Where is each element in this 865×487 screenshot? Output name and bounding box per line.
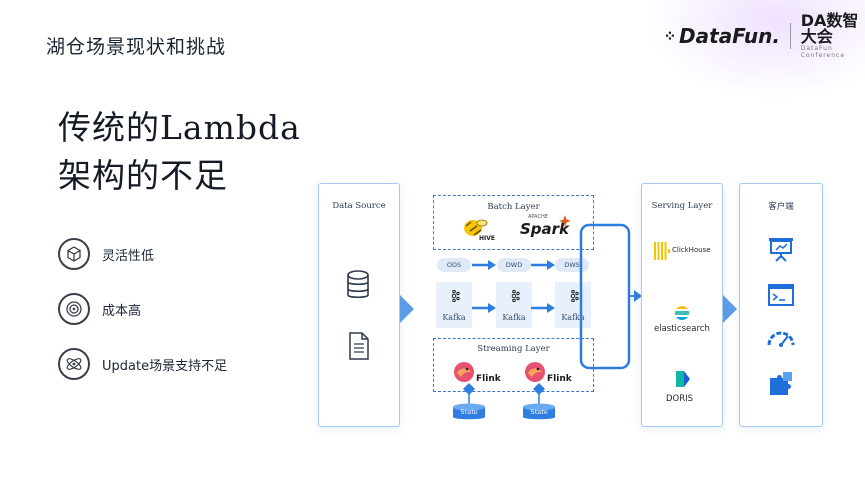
feature-item: 灵活性低 (58, 238, 154, 270)
chevron-right-icon (400, 295, 414, 323)
logo-divider (790, 23, 791, 49)
arrow-right-icon (531, 303, 555, 313)
serving-layer-panel: Serving Layer ClickHouse elasticsearch D… (641, 183, 723, 427)
puzzle-icon (770, 372, 792, 395)
state-storage: State (452, 403, 486, 421)
data-source-panel: Data Source (318, 183, 400, 427)
feature-label: Update场景支持不足 (102, 358, 228, 374)
datafun-logo-icon (666, 31, 674, 40)
doris-label: DORIS (666, 394, 694, 404)
section-title: 湖仓场景现状和挑战 (46, 36, 227, 58)
target-icon (66, 301, 82, 317)
state-cylinder-icon (453, 403, 485, 420)
database-icon (347, 270, 369, 299)
flink-label: Flink (547, 374, 572, 384)
atom-icon (66, 358, 82, 370)
feature-icon-circle (58, 348, 90, 380)
hive-logo-icon (464, 219, 488, 236)
logo: DataFun. DA数智大会 DataFun Conference (666, 13, 865, 59)
flink-squirrel-icon (454, 362, 474, 382)
feature-icon-circle (58, 293, 90, 325)
kafka-box: Kafka (555, 282, 591, 328)
terminal-icon (768, 284, 794, 306)
client-panel: 客户端 (739, 183, 823, 427)
spark-label: Spark (520, 220, 570, 238)
kafka-icon (570, 290, 579, 302)
feature-label: 成本高 (102, 303, 142, 319)
chevron-right-icon (723, 295, 737, 323)
gauge-icon (767, 331, 795, 347)
feature-icon-circle (58, 238, 90, 270)
state-storage: State (522, 403, 556, 421)
kafka-label: Kafka (561, 313, 585, 322)
hive-label: HIVE (479, 235, 495, 242)
stage-pill: ODS (437, 258, 471, 272)
elasticsearch-logo-icon (675, 306, 689, 320)
logo-da: DA数智大会 (800, 11, 859, 46)
clickhouse-logo-icon (654, 242, 670, 260)
serving-layer-title: Serving Layer (651, 201, 713, 211)
kafka-box: Kafka (436, 282, 472, 328)
feature-item: 成本高 (58, 293, 141, 325)
doris-logo-icon (676, 371, 690, 387)
state-label: State (460, 408, 478, 416)
kafka-icon (451, 290, 460, 302)
kafka-box: Kafka (496, 282, 532, 328)
state-cylinder-icon (523, 403, 555, 420)
header-glow (645, 0, 865, 100)
headline-line-2: 架构的不足 (58, 156, 228, 195)
client-title: 客户端 (768, 202, 794, 212)
elasticsearch-label: elasticsearch (654, 324, 710, 334)
flink-label: Flink (476, 374, 501, 384)
feature-label: 灵活性低 (102, 248, 155, 264)
headline: 传统的Lambda 架构的不足 (58, 104, 301, 200)
streaming-layer-title: Streaming Layer (477, 344, 550, 354)
logo-datafun: DataFun. (679, 24, 781, 48)
clickhouse-label: ClickHouse (672, 246, 711, 254)
stage-pill: DWD (497, 258, 531, 272)
apache-label: APACHE (528, 214, 548, 220)
cube-icon (67, 246, 81, 262)
kafka-label: Kafka (502, 313, 526, 322)
logo-da-sub: DataFun Conference (800, 45, 846, 59)
logo-da-block: DA数智大会 DataFun Conference (800, 11, 865, 60)
arrow-right-icon (472, 303, 496, 313)
kafka-label: Kafka (442, 313, 466, 322)
flink-squirrel-icon (525, 362, 545, 382)
state-label: State (530, 408, 548, 416)
arrow-right-icon (531, 260, 555, 270)
arrow-right-icon (472, 260, 496, 270)
presentation-icon (769, 238, 793, 262)
data-source-title: Data Source (332, 201, 386, 211)
streaming-layer-box: Streaming Layer Flink Flink (433, 338, 594, 392)
batch-layer-box: Batch Layer HIVE APACHE Spark (433, 195, 594, 250)
headline-line-1: 传统的Lambda (58, 108, 301, 147)
feature-item: Update场景支持不足 (58, 348, 227, 380)
batch-layer-title: Batch Layer (487, 202, 540, 212)
kafka-icon (511, 290, 520, 302)
merge-bracket (579, 223, 642, 370)
document-icon (349, 332, 369, 360)
spark-star-icon (559, 215, 571, 227)
